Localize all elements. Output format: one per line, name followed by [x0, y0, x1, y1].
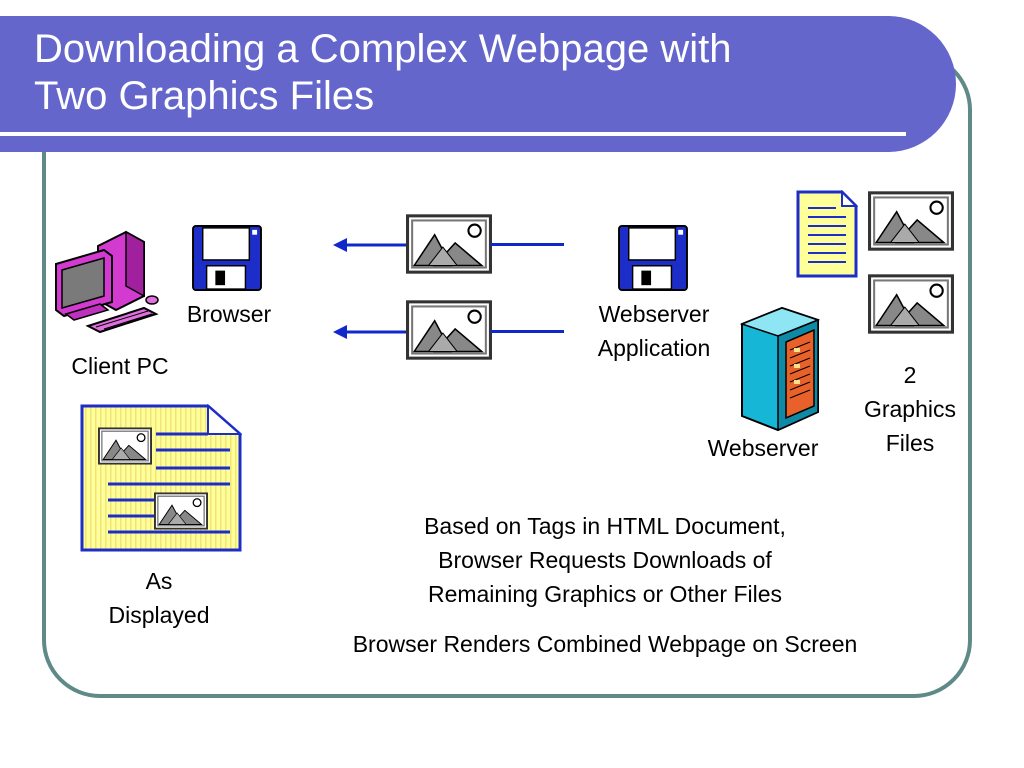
computer-icon	[55, 230, 159, 334]
arrow-line	[490, 330, 564, 333]
requests-caption-line2: Browser Requests Downloads of	[438, 547, 772, 573]
as-displayed-label: As Displayed	[88, 564, 230, 632]
webserver-application-label-line2: Application	[597, 335, 711, 361]
renders-caption: Browser Renders Combined Webpage on Scre…	[352, 631, 858, 657]
server-icon	[739, 306, 821, 432]
requests-caption-line3: Remaining Graphics or Other Files	[427, 581, 783, 607]
webserver-floppy-disk-icon	[618, 225, 688, 291]
requests-caption: Based on Tags in HTML Document, Browser …	[330, 509, 880, 611]
image-file-icon	[406, 300, 492, 360]
title-underline	[0, 132, 906, 136]
webserver-label: Webserver	[707, 435, 819, 461]
graphics-files-label-line1: 2	[903, 362, 917, 388]
image-file-icon	[868, 274, 954, 334]
requests-caption-line1: Based on Tags in HTML Document,	[424, 513, 786, 539]
as-displayed-label-line2: Displayed	[108, 602, 210, 628]
graphics-files-label-line3: Files	[885, 430, 935, 456]
image-file-icon	[406, 214, 492, 274]
slide-title: Downloading a Complex Webpage with Two G…	[34, 26, 914, 120]
webserver-application-label-line1: Webserver	[598, 301, 710, 327]
slide-title-line2: Two Graphics Files	[34, 74, 375, 118]
graphics-files-label: 2 Graphics Files	[846, 358, 974, 460]
graphics-files-label-line2: Graphics	[863, 396, 957, 422]
browser-floppy-disk-icon	[192, 225, 262, 291]
webserver-application-label: Webserver Application	[580, 297, 728, 365]
html-document-icon	[796, 190, 858, 278]
title-bar	[0, 16, 956, 152]
as-displayed-label-line1: As	[145, 568, 173, 594]
image-file-icon	[155, 493, 207, 528]
arrow-left-icon	[333, 235, 409, 255]
browser-label: Browser	[186, 301, 272, 327]
arrow-left-icon	[333, 322, 409, 342]
rendered-webpage-icon	[80, 404, 242, 552]
image-file-icon	[99, 428, 151, 463]
image-file-icon	[868, 191, 954, 251]
slide-title-line1: Downloading a Complex Webpage with	[34, 27, 732, 71]
client-pc-label: Client PC	[71, 353, 169, 379]
arrow-line	[490, 243, 564, 246]
